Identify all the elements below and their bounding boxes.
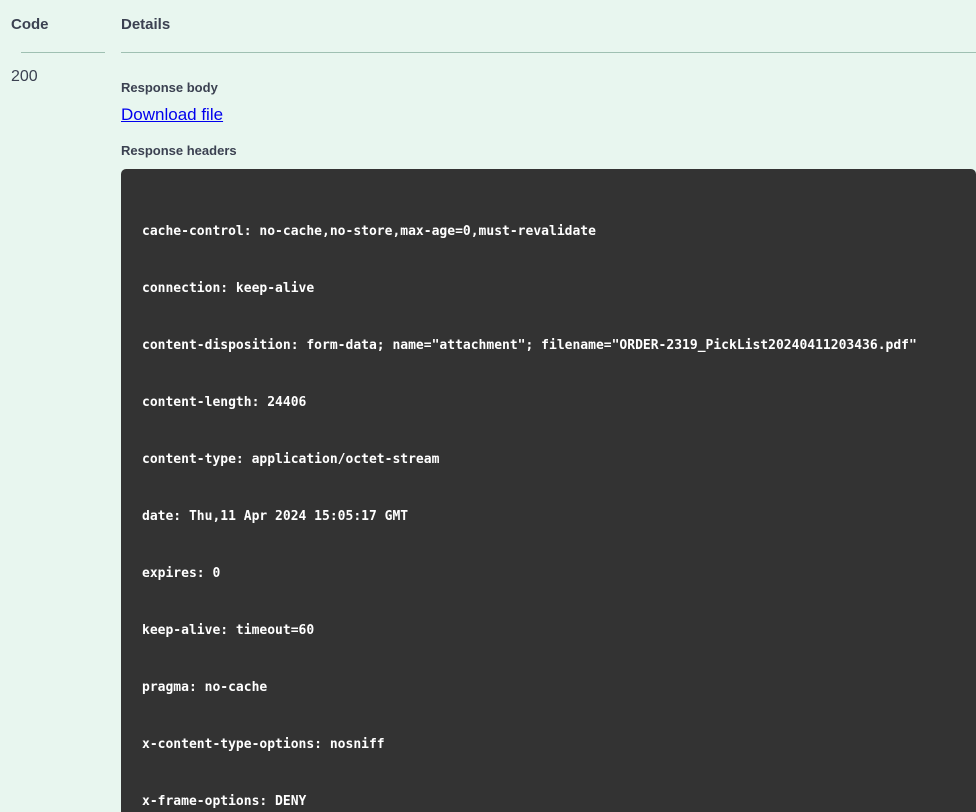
response-header-line: x-content-type-options: nosniff bbox=[142, 737, 385, 752]
column-header-details-label: Details bbox=[121, 16, 171, 33]
column-header-code: Code bbox=[0, 0, 105, 53]
status-code: 200 bbox=[11, 68, 38, 85]
header-divider-details bbox=[121, 52, 976, 53]
responses-table-body: 200 Response body Download file Response… bbox=[0, 53, 976, 812]
response-headers-block: cache-control: no-cache,no-store,max-age… bbox=[121, 169, 976, 812]
response-header-line: pragma: no-cache bbox=[142, 680, 268, 695]
response-body-label: Response body bbox=[121, 80, 218, 95]
column-header-code-label: Code bbox=[11, 16, 49, 33]
column-header-details: Details bbox=[105, 0, 976, 53]
response-header-line: keep-alive: timeout=60 bbox=[142, 623, 315, 638]
response-headers-label: Response headers bbox=[121, 143, 237, 158]
response-header-line: expires: 0 bbox=[142, 566, 221, 581]
response-header-line: connection: keep-alive bbox=[142, 281, 315, 296]
response-header-line: date: Thu,11 Apr 2024 15:05:17 GMT bbox=[142, 509, 409, 524]
response-details-cell: Response body Download file Response hea… bbox=[105, 53, 976, 812]
download-file-link[interactable]: Download file bbox=[121, 105, 224, 124]
response-header-line: cache-control: no-cache,no-store,max-age… bbox=[142, 224, 596, 239]
table-row: 200 Response body Download file Response… bbox=[0, 53, 976, 812]
response-header-line: content-disposition: form-data; name="at… bbox=[142, 338, 917, 353]
header-divider-code bbox=[21, 52, 105, 53]
response-header-line: content-type: application/octet-stream bbox=[142, 452, 440, 467]
responses-table-head: Code Details bbox=[0, 0, 976, 53]
response-header-line: content-length: 24406 bbox=[142, 395, 307, 410]
response-header-line: x-frame-options: DENY bbox=[142, 794, 307, 809]
table-header-row: Code Details bbox=[0, 0, 976, 53]
response-code-cell: 200 bbox=[0, 53, 105, 812]
